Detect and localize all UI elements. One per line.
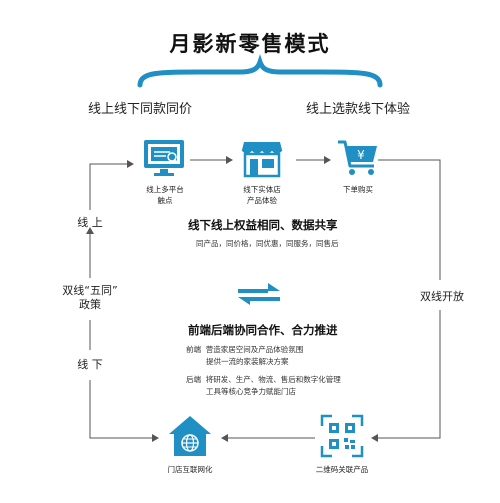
cart-line1: 下单购买: [343, 185, 373, 194]
offline-store-line2: 产品体验: [247, 196, 277, 205]
cart-label: 下单购买: [313, 184, 403, 195]
right-top-connector: [378, 159, 441, 280]
store-network-label: 门店互联网化: [145, 464, 235, 475]
qr-code-icon: [320, 414, 364, 458]
offline-side-label: 线 下: [77, 358, 103, 371]
exchange-arrows-icon: [238, 283, 280, 305]
backend-label: 后端: [186, 375, 201, 384]
offline-store-line1: 线下实体店: [243, 185, 281, 194]
policy-line1: 双线“五同”: [62, 284, 118, 297]
five-same-policy: 双线“五同” 政策: [50, 284, 130, 312]
frontend-line2: 提供一流的家装解决方案: [206, 357, 289, 366]
frontend-label: 前端: [186, 345, 201, 354]
svg-text:¥: ¥: [357, 148, 365, 162]
backend-line2: 工具等核心竞争力赋能门店: [206, 387, 296, 396]
qr-code-line1: 二维码关联产品: [315, 465, 369, 474]
dual-open-label: 双线开放: [420, 290, 464, 303]
online-platform-line2: 触点: [157, 196, 173, 205]
storefront-icon: [241, 142, 283, 178]
offline-store-label: 线下实体店 产品体验: [217, 184, 307, 206]
house-globe-icon: [169, 416, 211, 456]
left-down-line: [89, 380, 159, 442]
frontend-line1: 前端 营造家居空间及产品体验氛围: [186, 344, 303, 355]
right-branch-label: 线上选款线下体验: [306, 102, 411, 117]
frontend-text1: 营造家居空间及产品体验氛围: [205, 345, 304, 354]
right-bottom-connector: [371, 310, 441, 442]
backend-text1: 将研发、生产、物流、售后和数字化管理: [205, 375, 341, 384]
left-branch-label: 线上线下同款同价: [88, 102, 193, 117]
rights-heading: 线下线上权益相同、数据共享: [188, 218, 338, 232]
online-side-label: 线 上: [77, 216, 103, 229]
collaboration-heading: 前端后端协同合作、合力推进: [188, 323, 338, 337]
shopping-cart-icon: ¥: [338, 140, 377, 175]
page-title: 月影新零售模式: [169, 32, 331, 56]
qr-code-label: 二维码关联产品: [297, 464, 387, 475]
online-platform-label: 线上多平台 触点: [120, 184, 210, 206]
policy-line2: 政策: [79, 298, 101, 311]
online-platform-line1: 线上多平台: [146, 185, 184, 194]
title-brace: [137, 54, 383, 88]
backend-line1: 后端 将研发、生产、物流、售后和数字化管理: [186, 374, 341, 385]
store-network-line1: 门店互联网化: [167, 465, 213, 474]
rights-detail: 同产品，同价格，同优惠，同服务，同售后: [196, 239, 339, 248]
monitor-icon: [144, 140, 184, 176]
